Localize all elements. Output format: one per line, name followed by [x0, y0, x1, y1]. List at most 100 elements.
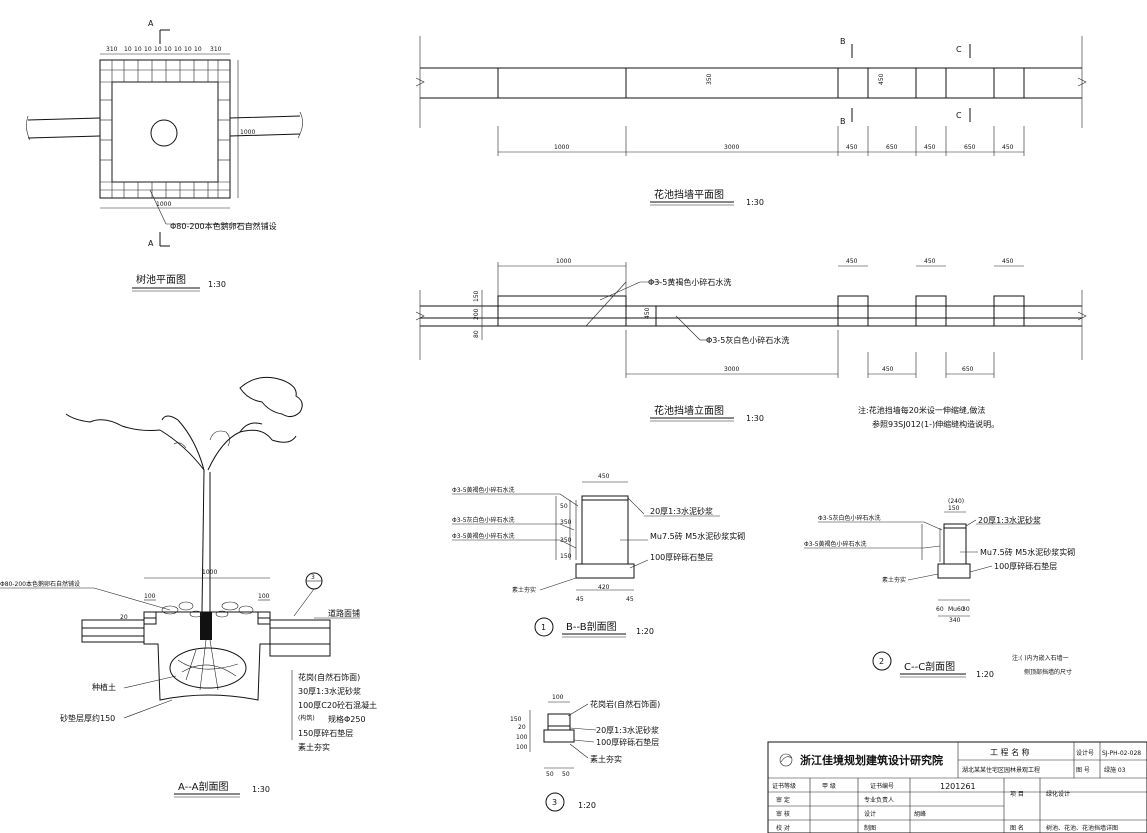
aa-label-4: 150厚碎石垫层	[298, 728, 353, 738]
wall-plan-dim: 650	[886, 144, 898, 151]
aa-label-3: 100厚C20砼石混凝土	[298, 700, 377, 710]
aa-root-ball	[169, 647, 247, 689]
design-no-label: 设计号	[1076, 749, 1094, 757]
draw-label: 制图	[864, 824, 876, 832]
institute-name: 浙江佳境规划建筑设计研究院	[800, 753, 943, 767]
elev-dim-top: 450	[846, 258, 858, 265]
cc-dim-top2: (240)	[948, 498, 964, 505]
plan-section-mark-top: A	[148, 19, 154, 28]
cert-no: 1201261	[940, 782, 976, 791]
design-name: 胡峰	[914, 810, 926, 818]
cc-left-label: Φ3-5灰白色小碎石水洗	[818, 514, 881, 522]
plan-dim-top-label: 10	[194, 46, 202, 53]
bb-dim-bottom: 420	[598, 584, 610, 591]
cc-bottom-label: 素土夯实	[882, 576, 906, 584]
plan-dim-top-label: 10	[134, 46, 142, 53]
plan-dim-top-label: 10	[174, 46, 182, 53]
plan-dim-top-label: 10	[144, 46, 152, 53]
wall-plan-dim: 650	[964, 144, 976, 151]
elev-note-2: 参照93SJ012(1-)伸缩缝构造说明。	[872, 419, 999, 429]
aa-trunk-base	[200, 612, 212, 640]
section-aa: 1000 100 100 Φ80-200本色鹅卵石自然铺设 20 种植土 砂垫层…	[0, 376, 377, 798]
s3-circle	[545, 792, 565, 812]
drawing-no-label: 图 号	[1076, 767, 1090, 774]
wall-plan-mark-c1: C	[956, 45, 962, 54]
drawing-name: 树池、花池、花池挡墙详图	[1046, 824, 1118, 832]
elev-mid-dim: 450	[644, 307, 651, 319]
cc-circle-no: 2	[879, 657, 884, 666]
s3-dim-bottom: 50	[546, 771, 554, 778]
wall-plan-mark-b1: B	[840, 37, 846, 46]
cc-dim-bottom: 60	[936, 606, 944, 613]
elev-dim-top: 450	[924, 258, 936, 265]
pm-label: 专业负责人	[864, 796, 894, 804]
design-label: 设计	[864, 810, 876, 818]
wall-plan-scale: 1:30	[746, 198, 764, 207]
aa-dim-top: 1000	[202, 569, 217, 576]
plan-dim-right: 1000	[240, 129, 255, 136]
bb-right-label: 20厚1:3水泥砂浆	[650, 506, 713, 516]
section-3: 100 150 20 100 100 花岗岩(自然石饰面) 20厚1:3水泥砂浆…	[510, 694, 660, 812]
s3-label: 花岗岩(自然石饰面)	[590, 699, 660, 709]
elev-title: 花池挡墙立面图	[654, 404, 724, 417]
elev-block-4	[993, 295, 1025, 327]
title-block-frame	[767, 741, 1147, 833]
cc-title: C--C剖面图	[904, 660, 955, 673]
elev-dim-bottom: 650	[962, 366, 974, 373]
aa-detail-circle-no: 3	[311, 574, 315, 581]
cc-dim-bottom-total: 340	[949, 617, 961, 624]
bb-gravel-base	[575, 563, 635, 579]
bb-left-label: Φ3-5灰白色小碎石水洗	[452, 516, 515, 524]
plan-road-edges	[27, 115, 301, 139]
s3-left-dim: 150	[510, 716, 522, 723]
wall-plan-block-1	[497, 67, 627, 99]
elev-note-1: 注:花池挡墙每20米设一伸缩缝,做法	[858, 405, 985, 415]
bb-right-label: 100厚碎砾石垫层	[650, 552, 713, 562]
s3-gravel	[543, 729, 575, 743]
wall-plan-dim: 1000	[554, 144, 569, 151]
bb-dim-top: 450	[598, 473, 610, 480]
cc-scale: 1:20	[976, 670, 994, 679]
cc-right-label: 100厚碎砾石垫层	[994, 561, 1057, 571]
cc-circle	[872, 651, 892, 671]
approve-label: 审 定	[776, 796, 790, 804]
elev-left-dim: 200	[473, 308, 480, 320]
s3-left-dim: 100	[516, 744, 528, 751]
wall-plan-dim: 450	[1002, 144, 1014, 151]
elev-callout-2: Φ3-5灰白色小碎石水洗	[706, 335, 789, 345]
cert-level-label: 证书等级	[772, 782, 796, 790]
drawing-no: 绿施 03	[1104, 766, 1126, 774]
wall-plan-mark-c2: C	[956, 111, 962, 120]
s3-left-dim: 20	[518, 724, 526, 731]
tree-pool-plan: A A 310 10 10 10 10 10 10 10 10 310	[26, 19, 303, 292]
aa-side-label-soil: 种植土	[92, 682, 116, 692]
elev-block-2	[837, 295, 869, 327]
cc-left-label: Φ3-5黄褐色小碎石水洗	[804, 540, 867, 548]
cc-note-2: 侧顶部挡墙的尺寸	[1024, 668, 1072, 676]
aa-extra-2: 规格Φ250	[328, 714, 366, 724]
wall-plan-dim: 450	[846, 144, 858, 151]
cert-level: 甲 级	[822, 782, 836, 790]
bb-circle-no: 1	[541, 623, 546, 632]
aa-label-5: 素土夯实	[298, 742, 330, 752]
cc-dim-bottom: 30	[962, 606, 970, 613]
aa-side-label-sand: 砂垫层厚约150	[60, 713, 115, 723]
plan-scale: 1:30	[208, 280, 226, 289]
wall-plan-mark-b2: B	[840, 117, 846, 126]
section-cc: (240) 150 Φ3-5灰白色小碎石水洗 Φ3-5黄褐色小碎石水洗 20厚1…	[804, 498, 1075, 679]
wall-plan-block-3	[915, 67, 947, 99]
section-bb: 450 50 350 350 150 Φ3-5黄褐色小碎石水洗 Φ3-5灰白色小…	[452, 473, 745, 638]
wall-plan-dim: 3000	[724, 144, 739, 151]
check-label: 校 对	[776, 824, 790, 832]
wall-plan-height-dim2: 450	[878, 73, 885, 85]
institute-logo	[779, 753, 793, 767]
elev-dim-bottom: 450	[882, 366, 894, 373]
bb-left-label: Φ3-5黄褐色小碎石水洗	[452, 486, 515, 494]
tree-trunk-branches	[159, 419, 273, 613]
wall-plan-block-4	[993, 67, 1025, 99]
aa-scale: 1:30	[252, 785, 270, 794]
s3-label: 素土夯实	[590, 754, 622, 764]
aa-mark-20: 20	[120, 614, 128, 621]
bb-left-dim: 350	[560, 537, 572, 544]
cc-note-1: 注:( )内为嵌入石墙一	[1012, 654, 1069, 662]
